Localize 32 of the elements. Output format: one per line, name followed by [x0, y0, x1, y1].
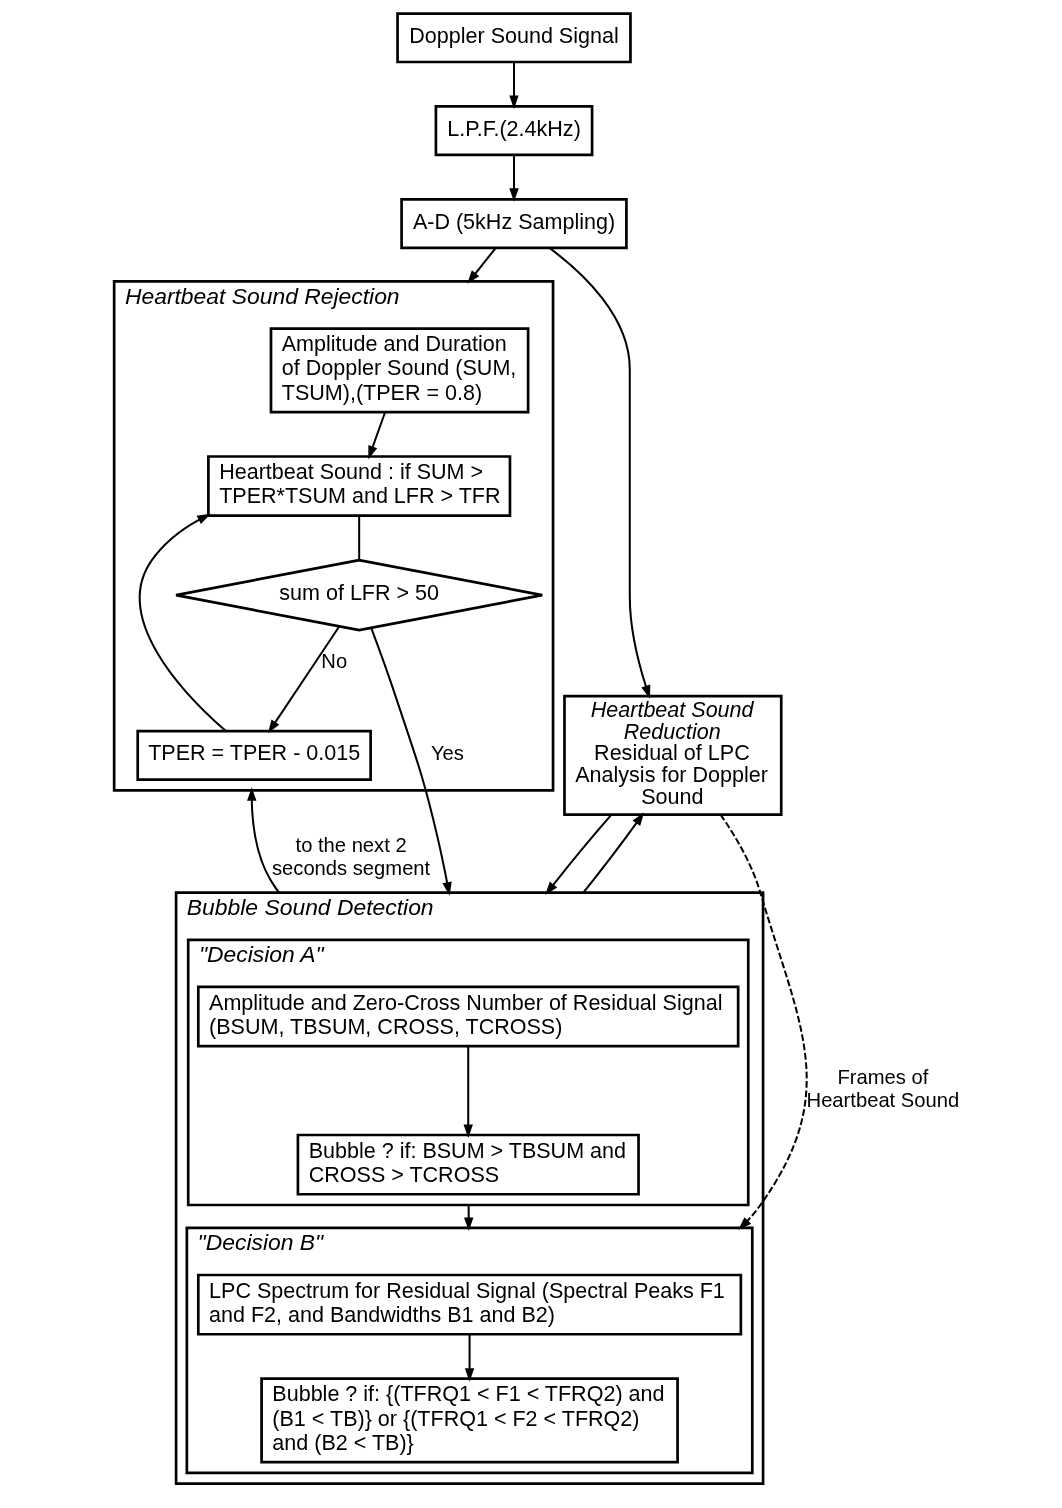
edge-label: Yes: [430, 742, 464, 765]
arrow: [246, 787, 280, 894]
node-box: Amplitude and Duration of Doppler Sound (SUM, TSUM),(TPER = 0.8): [269, 327, 529, 414]
edge-label: No: [320, 649, 347, 672]
node-box: Heartbeat Sound : if SUM > TPER*TSUM and LFR > TFR: [206, 455, 511, 518]
arrow: [719, 814, 808, 1231]
node-box: L.P.F.(2.4kHz): [434, 105, 593, 157]
arrow: [463, 1046, 473, 1138]
node-box: LPC Spectrum for Residual Signal (Spectral Peaks F1 and F2, and Bandwidths B1 and B2): [196, 1273, 742, 1336]
node-box: Heartbeat Sound Reduction Residual of LPC Analysis for Doppler Sound: [562, 694, 783, 816]
arrow: [464, 1334, 474, 1382]
node-box: A-D (5kHz Sampling): [399, 198, 628, 250]
connector: [357, 515, 360, 560]
node-box: TPER = TPER - 0.015: [135, 729, 372, 781]
arrow: [463, 1205, 473, 1231]
node-diamond: sum of LFR > 50: [174, 558, 544, 632]
arrow: [367, 412, 386, 460]
edge-label: Frames of Heartbeat Sound: [806, 1065, 959, 1111]
arrow: [508, 62, 519, 109]
arrow: [508, 155, 519, 202]
node-box: Bubble ? if: BSUM > TBSUM and CROSS > TCROSS: [296, 1133, 640, 1196]
node-box: Bubble ? if: {(TFRQ1 < F1 < TFRQ2) and (B1 < TB)} or {(TFRQ1 < F2 < TFRQ2) and (B2 < TB)}: [259, 1377, 679, 1464]
arrow: [369, 627, 452, 896]
arrow: [544, 814, 612, 896]
edge-label: to the next 2 seconds segment: [271, 834, 430, 880]
arrow: [548, 247, 650, 699]
arrow: [267, 625, 340, 734]
node-box: Doppler Sound Signal: [395, 12, 632, 64]
node-box: Amplitude and Zero-Cross Number of Residual Signal (BSUM, TBSUM, CROSS, TCROSS): [196, 985, 739, 1048]
arrow: [466, 247, 496, 284]
arrow: [582, 812, 644, 894]
arrow: [138, 513, 227, 732]
